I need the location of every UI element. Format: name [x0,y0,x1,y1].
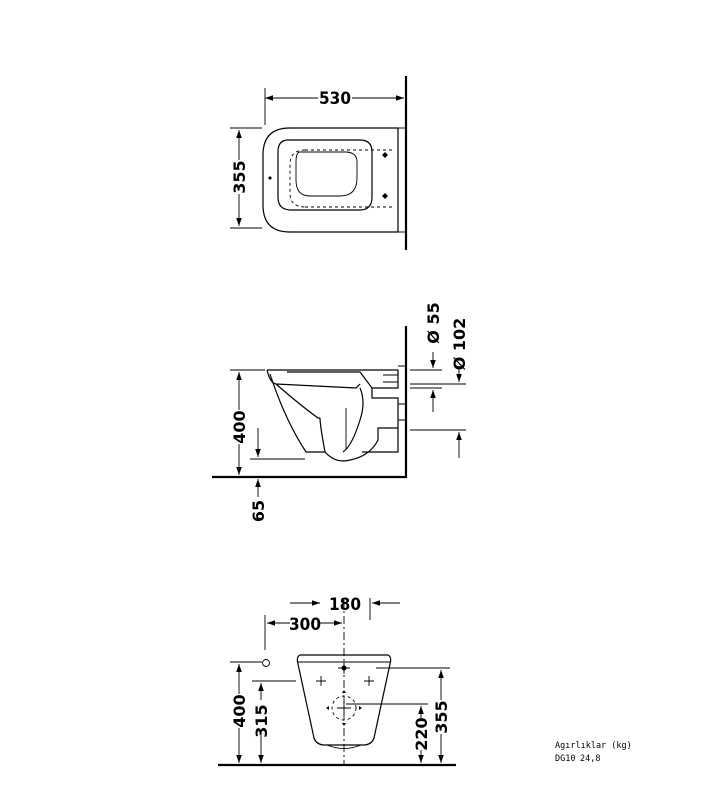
dim-floor-65: 65 [249,500,268,522]
seat-profile [267,369,399,389]
seat-outline [277,139,373,211]
dim-355: 355 [432,700,451,733]
front-view: 180 300 400 315 220 355 [218,595,456,767]
dim-400-front: 400 [230,694,249,727]
fixing-symbols [262,659,374,726]
dim-300: 300 [289,615,321,635]
weight-model: DG10 [555,754,575,764]
dim-height-400: 400 [230,410,249,443]
dim-dia-102: Ø 102 [450,318,469,371]
side-view: 400 65 Ø 55 Ø 102 [212,302,469,522]
weight-heading: Agırlıklar (kg) [555,741,632,751]
dim-width-530: 530 [319,89,351,109]
dim-180: 180 [329,595,361,615]
dim-315: 315 [252,704,271,737]
dim-220: 220 [412,717,431,750]
weight-value: 24,8 [580,754,600,764]
top-view: 530 355 [230,76,408,250]
weight-note: Agırlıklar (kg) DG10 24,8 [555,741,632,764]
bowl-outline-top [262,127,399,233]
dim-depth-355: 355 [230,160,249,193]
bowl-outline-front [296,654,392,746]
fixing-marks-top [268,152,388,199]
dim-dia-55: Ø 55 [424,302,443,343]
